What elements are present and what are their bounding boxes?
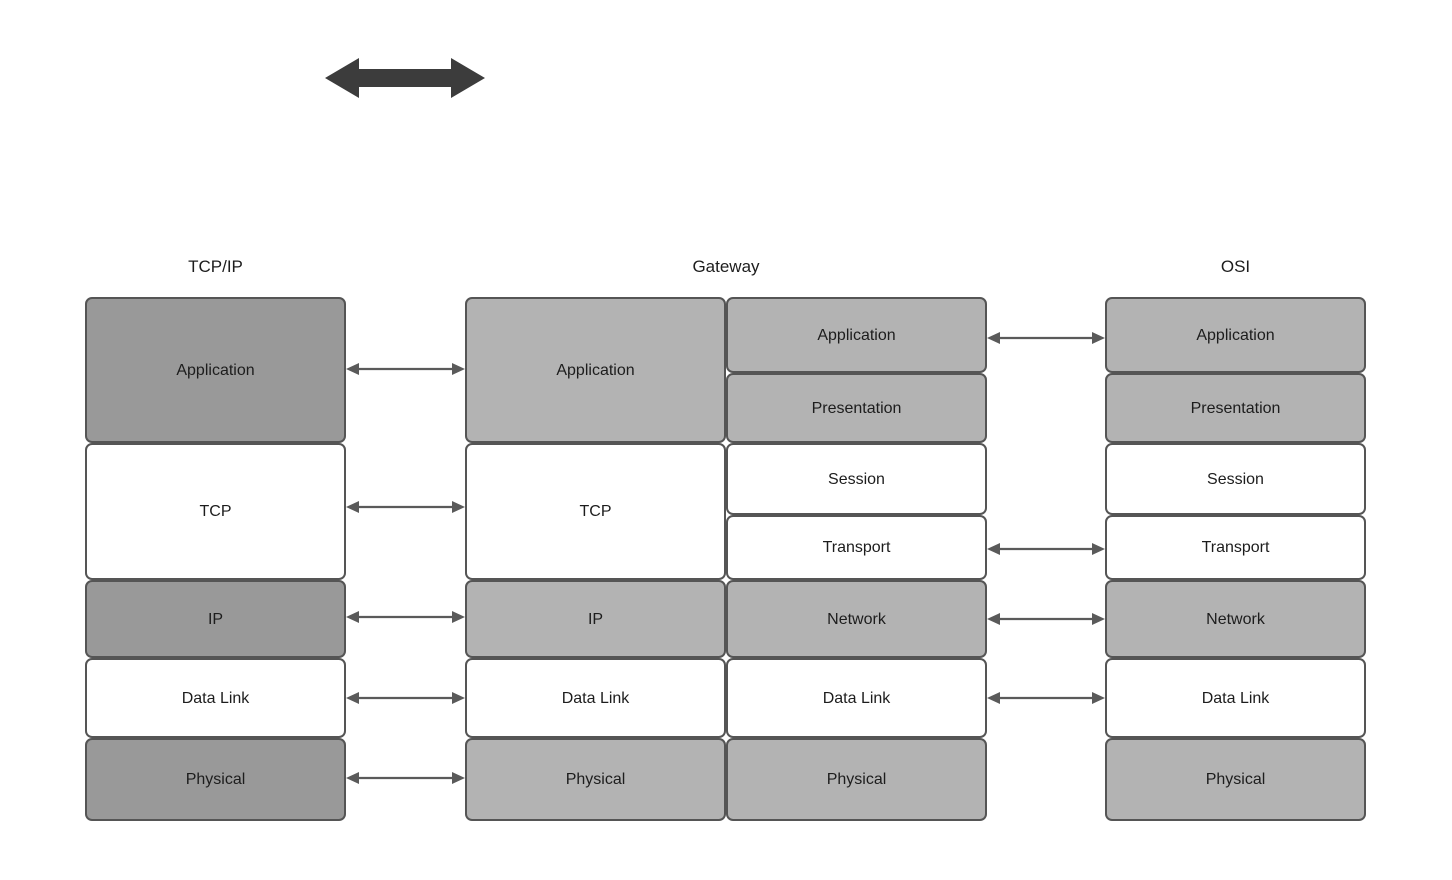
- tcpip-layer-application[interactable]: Application: [85, 297, 346, 443]
- column-caption-tcpip: TCP/IP: [188, 257, 243, 276]
- tcpip-layer-ip[interactable]: IP: [85, 580, 346, 658]
- osi-layer-network[interactable]: Network: [1105, 580, 1366, 658]
- tcpip-layer-tcp[interactable]: TCP: [85, 443, 346, 580]
- gateway-right-layer-application[interactable]: Application: [726, 297, 987, 373]
- connector-gateway-osi-application: [987, 329, 1105, 347]
- connector-tcpip-gateway-physical: [346, 769, 465, 787]
- gateway-right-layer-physical[interactable]: Physical: [726, 738, 987, 821]
- gateway-right-layer-session[interactable]: Session: [726, 443, 987, 515]
- connector-tcpip-gateway-tcp: [346, 498, 465, 516]
- gateway-left-layer-data-link[interactable]: Data Link: [465, 658, 726, 738]
- gateway-left-layer-physical[interactable]: Physical: [465, 738, 726, 821]
- gateway-right-layer-transport[interactable]: Transport: [726, 515, 987, 580]
- osi-layer-physical[interactable]: Physical: [1105, 738, 1366, 821]
- osi-layer-session[interactable]: Session: [1105, 443, 1366, 515]
- osi-layer-transport[interactable]: Transport: [1105, 515, 1366, 580]
- connector-tcpip-gateway-ip: [346, 608, 465, 626]
- gateway-right-layer-network[interactable]: Network: [726, 580, 987, 658]
- gateway-left-layer-application[interactable]: Application: [465, 297, 726, 443]
- gateway-right-layer-presentation[interactable]: Presentation: [726, 373, 987, 443]
- column-caption-osi: OSI: [1220, 257, 1251, 276]
- column-caption-gateway: Gateway: [692, 257, 760, 276]
- osi-layer-application[interactable]: Application: [1105, 297, 1366, 373]
- gateway-right-layer-data-link[interactable]: Data Link: [726, 658, 987, 738]
- gateway-left-layer-ip[interactable]: IP: [465, 580, 726, 658]
- connector-gateway-osi-network: [987, 610, 1105, 628]
- tcpip-layer-data-link[interactable]: Data Link: [85, 658, 346, 738]
- connector-tcpip-gateway-data-link: [346, 689, 465, 707]
- bidirectional-communication-arrow-icon: [325, 54, 485, 102]
- connector-gateway-osi-data-link: [987, 689, 1105, 707]
- osi-layer-presentation[interactable]: Presentation: [1105, 373, 1366, 443]
- osi-layer-data-link[interactable]: Data Link: [1105, 658, 1366, 738]
- tcpip-layer-physical[interactable]: Physical: [85, 738, 346, 821]
- connector-tcpip-gateway-application: [346, 360, 465, 378]
- connector-gateway-osi-transport: [987, 540, 1105, 558]
- gateway-left-layer-tcp[interactable]: TCP: [465, 443, 726, 580]
